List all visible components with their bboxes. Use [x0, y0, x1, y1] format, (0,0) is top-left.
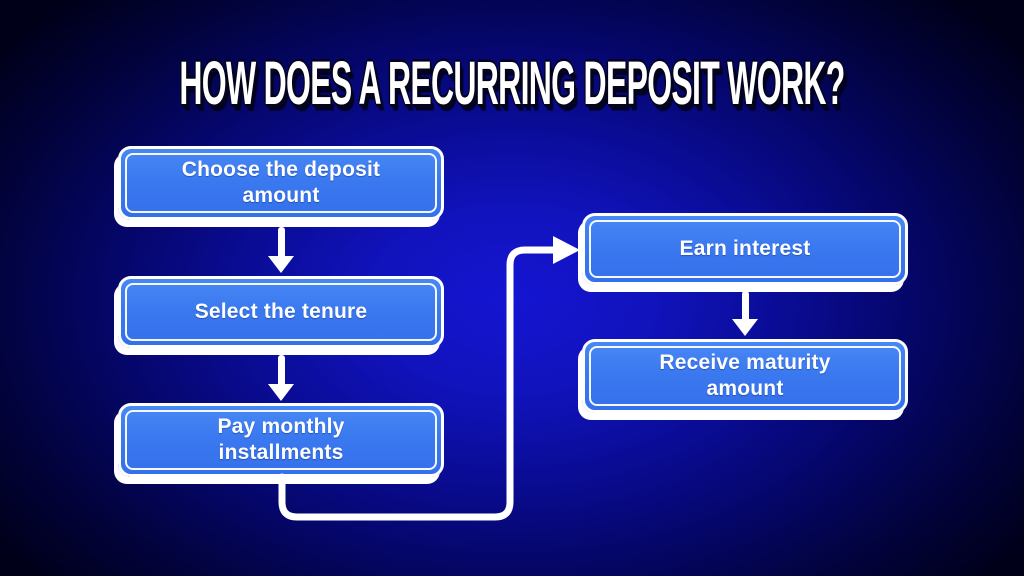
connector-arrow-head	[553, 236, 580, 264]
arrow-head	[732, 319, 758, 336]
flow-step-pay-monthly-installments: Pay monthly installments	[118, 403, 444, 477]
flow-step-label: Pay monthly installments	[217, 415, 345, 464]
flow-step-label: Choose the deposit amount	[181, 158, 381, 207]
flow-step-receive-maturity-amount: Receive maturity amount	[582, 339, 908, 413]
down-arrow-icon	[731, 291, 759, 336]
page-title: HOW DOES A RECURRING DEPOSIT WORK?	[179, 48, 845, 117]
arrow-head	[268, 256, 294, 273]
flow-step-label: Receive maturity amount	[659, 351, 831, 400]
flow-step-label: Select the tenure	[194, 300, 368, 324]
flow-step-select-tenure: Select the tenure	[118, 276, 444, 348]
arrow-shaft	[277, 355, 285, 384]
down-arrow-icon	[267, 227, 295, 273]
arrow-shaft	[277, 227, 285, 256]
down-arrow-icon	[267, 355, 295, 401]
arrow-shaft	[741, 291, 749, 319]
flow-step-choose-deposit-amount: Choose the deposit amount	[118, 146, 444, 220]
flow-step-earn-interest: Earn interest	[582, 213, 908, 285]
arrow-head	[268, 384, 294, 401]
flow-step-label: Earn interest	[679, 237, 811, 261]
